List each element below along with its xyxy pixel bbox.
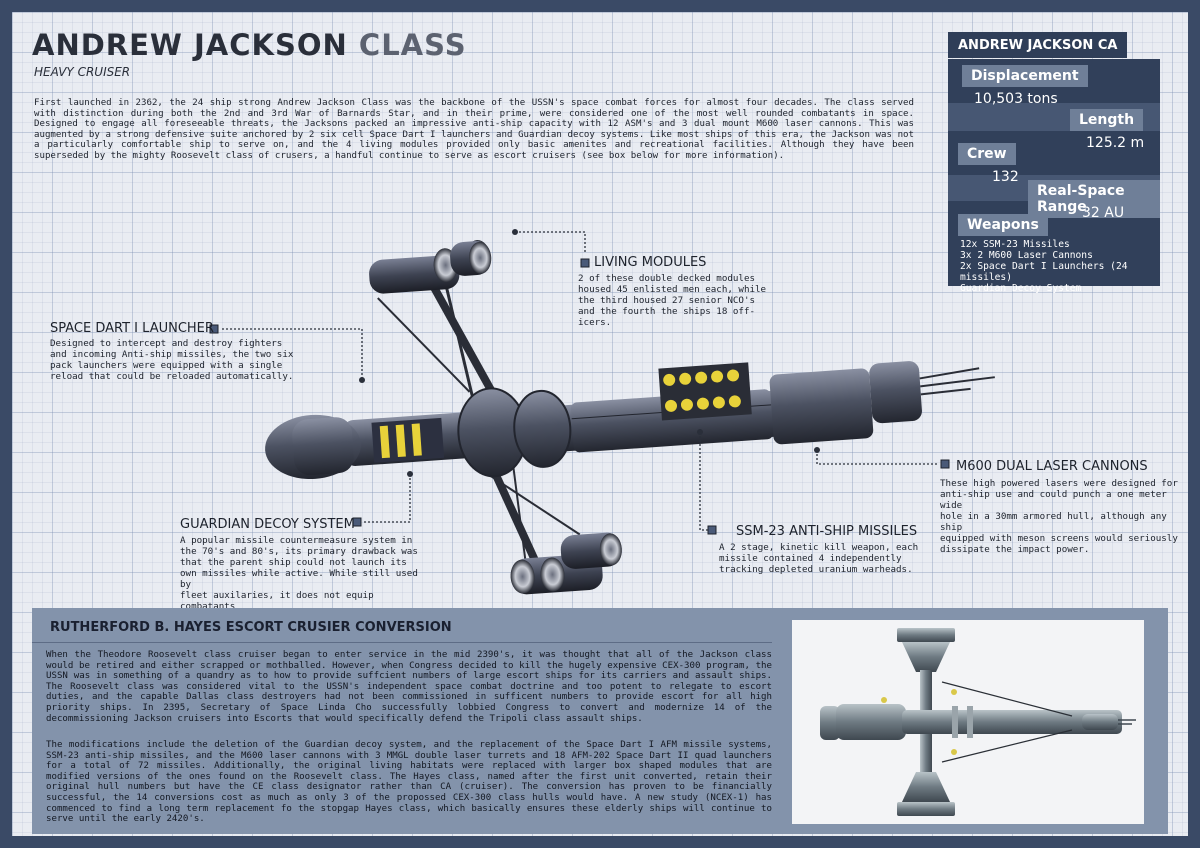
hayes-plan-view [792, 620, 1144, 824]
ship-illustration [209, 229, 995, 595]
crew-label: Crew [958, 143, 1016, 165]
weapon-item: 3x 2 M600 Laser Cannons [960, 250, 1093, 261]
callout-title: GUARDIAN DECOY SYSTEM [180, 517, 355, 532]
callout-title: SSM-23 ANTI-SHIP MISSILES [736, 524, 918, 539]
callout-text: A popular missile countermeasure system … [180, 535, 418, 612]
crew-value: 132 [992, 169, 1019, 185]
range-value: 32 AU [1082, 205, 1125, 221]
escort-conversion-box: RUTHERFORD B. HAYES ESCORT CRUSIER CONVE… [32, 608, 1168, 834]
weapon-item: 12x SSM-23 Missiles [960, 239, 1070, 250]
spec-sheet: ANDREW JACKSON CLASS HEAVY CRUISER First… [12, 12, 1188, 836]
callout-leaders [222, 231, 937, 531]
callout-marker [352, 517, 362, 527]
ship-hull [265, 239, 995, 595]
weapon-item: Guardian Decoy System [960, 283, 1082, 294]
displacement-label: Displacement [962, 65, 1088, 87]
callout-marker [707, 525, 717, 535]
weapon-item: 2x Space Dart I Launchers (24 missiles) [960, 261, 1128, 283]
title-main: ANDREW JACKSON [32, 28, 348, 62]
length-value: 125.2 m [1086, 135, 1145, 151]
box-divider [32, 642, 772, 643]
page-subtitle: HEAVY CRUISER [34, 65, 131, 79]
title-suffix: CLASS [358, 28, 467, 62]
hayes-plan-illustration [820, 628, 1136, 816]
intro-paragraph: First launched in 2362, the 24 ship stro… [34, 98, 914, 161]
callout-text: These high powered lasers were designed … [940, 478, 1178, 555]
stats-title: ANDREW JACKSON CA [948, 32, 1128, 58]
missile-rack [658, 362, 752, 421]
callout-marker [940, 459, 950, 469]
displacement-value: 10,503 tons [974, 91, 1058, 107]
callout-title: SPACE DART I LAUNCHER [50, 321, 214, 336]
leader-dot [512, 229, 518, 235]
leader-dot [814, 447, 820, 453]
leader-dot [697, 429, 703, 435]
leader-dot [407, 471, 413, 477]
range-label: Real-Space Range [1028, 180, 1160, 218]
callout-title: LIVING MODULES [594, 255, 707, 270]
stats-body: Displacement 10,503 tons Length 125.2 m … [948, 59, 1160, 294]
box-title: RUTHERFORD B. HAYES ESCORT CRUSIER CONVE… [50, 620, 452, 635]
weapons-list: 12x SSM-23 Missiles 3x 2 M600 Laser Cann… [960, 239, 1160, 294]
box-paragraph: The modifications include the deletion o… [46, 740, 772, 825]
callout-marker [580, 258, 590, 268]
box-paragraph: When the Theodore Roosevelt class cruise… [46, 650, 772, 724]
callout-marker [209, 324, 219, 334]
length-label: Length [1070, 109, 1144, 131]
leader-dot [359, 377, 365, 383]
callout-text: Designed to intercept and destroy fighte… [50, 338, 294, 382]
stats-panel: ANDREW JACKSON CA Displacement 10,503 to… [948, 32, 1160, 294]
weapons-label: Weapons [958, 214, 1048, 236]
callout-title: M600 DUAL LASER CANNONS [956, 459, 1148, 474]
page-title: ANDREW JACKSON CLASS [32, 28, 467, 62]
